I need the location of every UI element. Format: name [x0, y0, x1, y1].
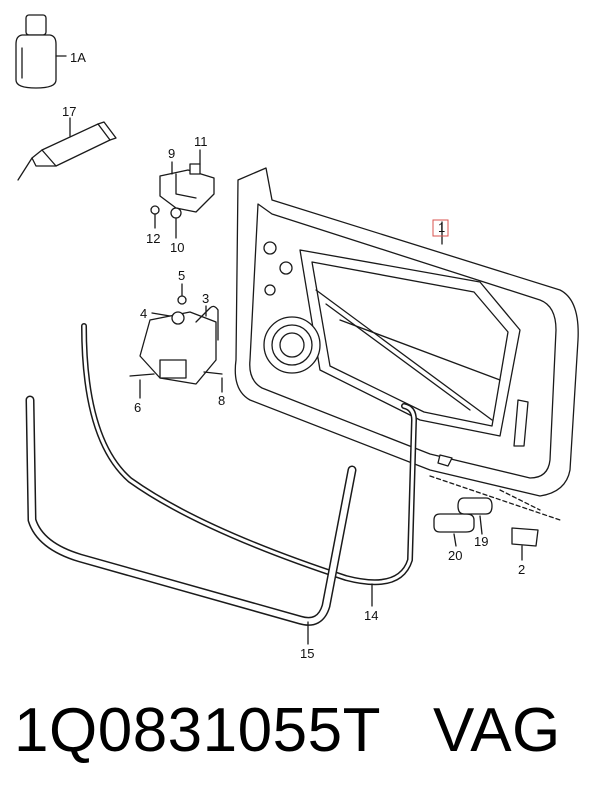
upper-hinge-icon [150, 149, 215, 239]
callout-11: 11 [194, 134, 208, 149]
callout-8: 8 [218, 393, 225, 408]
exploded-parts-diagram: 1A 17 9 11 12 10 1 5 4 3 6 8 20 19 2 14 … [15, 14, 579, 661]
callout-5: 5 [178, 268, 185, 283]
part-number: 1Q0831055T [14, 696, 381, 765]
callout-10: 10 [170, 240, 184, 255]
manufacturer-name: VAG [432, 696, 561, 765]
callout-6: 6 [134, 400, 141, 415]
callout-1: 1 [438, 220, 445, 235]
sealant-tube-icon [17, 117, 117, 181]
callout-12: 12 [146, 231, 160, 246]
callout-20: 20 [448, 548, 462, 563]
bottle-icon [15, 14, 67, 89]
door-shell-icon [234, 167, 579, 497]
callout-15: 15 [300, 646, 314, 661]
callout-1-highlight-box [432, 219, 449, 237]
lower-hinge-icon [129, 283, 223, 399]
callout-2: 2 [518, 562, 525, 577]
callout-17: 17 [62, 104, 76, 119]
callout-19: 19 [474, 534, 488, 549]
callout-1a: 1A [70, 50, 86, 65]
inner-seal-icon [81, 323, 417, 607]
plugs-icon [429, 475, 561, 561]
outer-seal-icon [25, 395, 357, 645]
callout-4: 4 [140, 306, 147, 321]
callout-3: 3 [202, 291, 209, 306]
callout-14: 14 [364, 608, 378, 623]
callout-9: 9 [168, 146, 175, 161]
